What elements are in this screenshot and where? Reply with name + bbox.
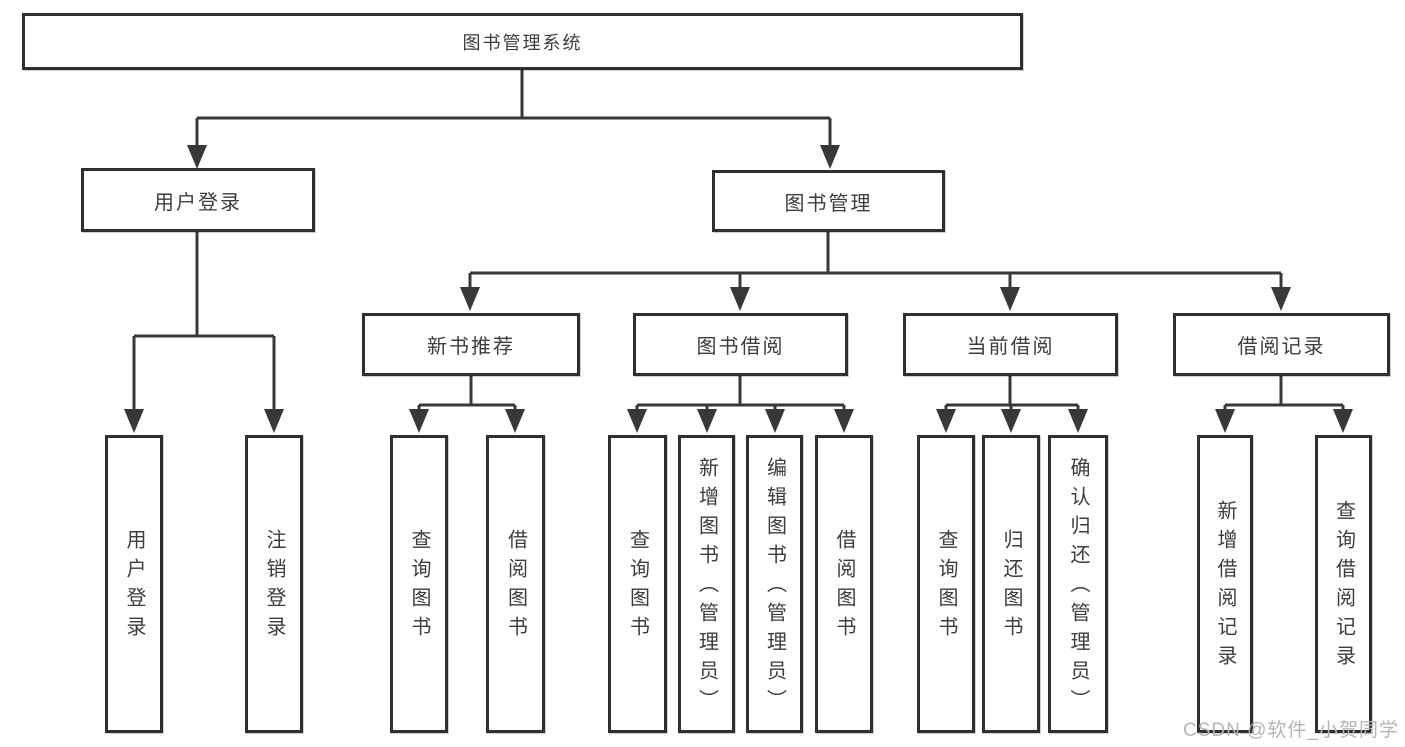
leaf-logout: 注销登录	[245, 435, 303, 733]
connector-book-management-to-modules	[468, 232, 1283, 288]
leaf-query-books: 查询图书	[608, 435, 667, 733]
arrowheads-modules-to-leaves	[409, 409, 1353, 433]
connector-user-login-to-leaves	[132, 232, 276, 411]
leaf-return-books: 归还图书	[982, 435, 1040, 733]
leaf-confirm-return-admin: 确认归还（管理员）	[1048, 435, 1108, 733]
node-library-management-system: 图书管理系统	[22, 13, 1023, 70]
connector-modules-to-leaves	[417, 376, 1345, 411]
node-label: 新书推荐	[427, 336, 515, 358]
leaf-add-borrow-record: 新增借阅记录	[1197, 435, 1253, 733]
leaf-borrow-books: 借阅图书	[486, 435, 545, 733]
leaf-query-borrow-record: 查询借阅记录	[1315, 435, 1372, 733]
node-new-book-recommendation: 新书推荐	[362, 313, 580, 376]
arrowheads-root-to-level2	[187, 145, 840, 169]
leaf-query-books: 查询图书	[390, 435, 448, 733]
node-book-borrowing: 图书借阅	[633, 313, 848, 376]
arrowheads-user-login-to-leaves	[124, 409, 284, 433]
arrowheads-book-management-to-modules	[460, 287, 1291, 311]
leaf-query-books: 查询图书	[917, 435, 975, 733]
node-label: 图书管理系统	[462, 32, 583, 53]
csdn-watermark: CSDN @软件_小贺同学	[1183, 720, 1399, 741]
node-label: 借阅记录	[1237, 336, 1326, 358]
node-label: 图书借阅	[696, 336, 785, 358]
leaf-user-login: 用户登录	[105, 435, 163, 733]
connector-root-to-level2	[195, 70, 832, 147]
leaf-borrow-books: 借阅图书	[815, 435, 873, 733]
node-label: 图书管理	[784, 192, 873, 215]
node-user-login: 用户登录	[81, 168, 315, 232]
leaf-add-book-admin: 新增图书（管理员）	[678, 435, 735, 733]
leaf-edit-book-admin: 编辑图书（管理员）	[746, 435, 803, 733]
node-borrowing-records: 借阅记录	[1173, 313, 1390, 376]
node-label: 当前借阅	[966, 336, 1055, 358]
node-label: 用户登录	[154, 191, 242, 214]
node-book-management: 图书管理	[712, 170, 945, 232]
node-current-borrowing: 当前借阅	[903, 313, 1118, 376]
